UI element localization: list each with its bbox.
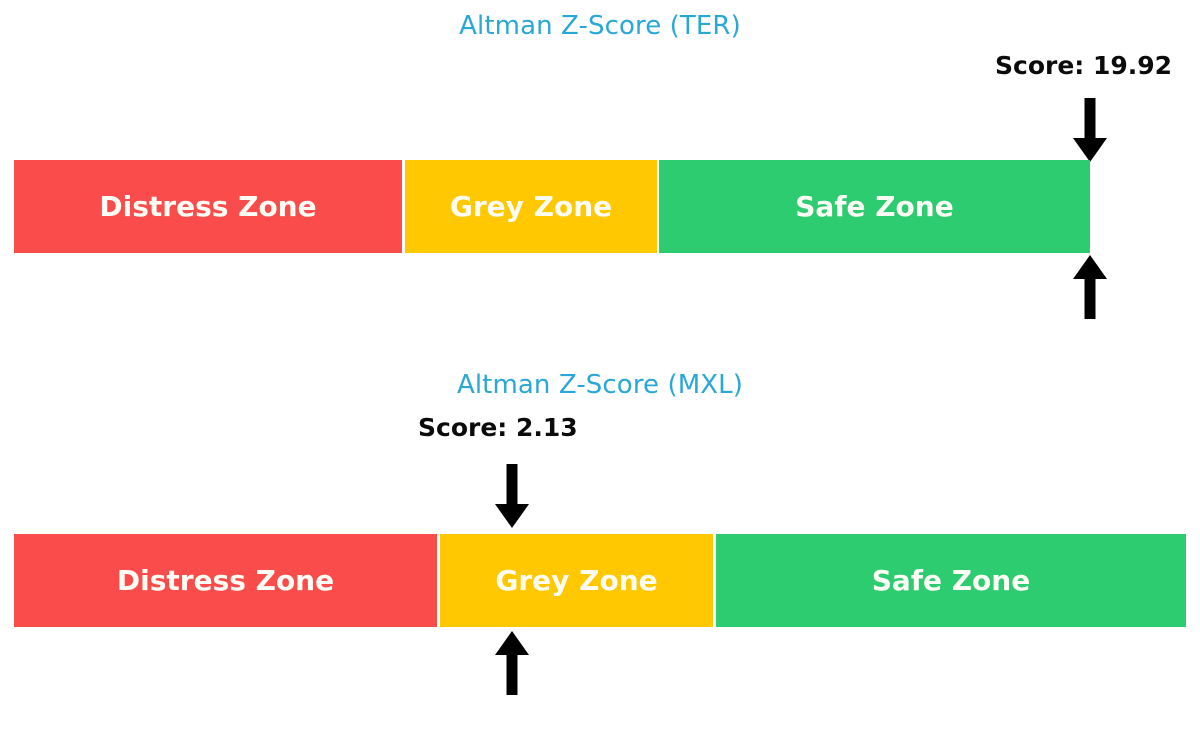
arrow-down-icon xyxy=(1073,98,1107,162)
altman-zscore-mxl-chart: Altman Z-Score (MXL) Score: 2.13 Distres… xyxy=(0,360,1200,743)
altman-zscore-ter-chart: Altman Z-Score (TER) Score: 19.92 Distre… xyxy=(0,0,1200,360)
chart-title-ter: Altman Z-Score (TER) xyxy=(459,11,741,41)
zone-segment-distress: Distress Zone xyxy=(14,534,437,627)
score-label-ter: Score: 19.92 xyxy=(995,51,1173,80)
arrow-up-icon xyxy=(1073,255,1107,319)
zone-label-distress: Distress Zone xyxy=(99,189,317,223)
zone-segment-safe: Safe Zone xyxy=(659,160,1090,253)
zone-label-grey: Grey Zone xyxy=(449,189,613,223)
arrow-down-icon xyxy=(495,464,529,528)
zone-label-safe: Safe Zone xyxy=(871,563,1031,597)
zone-label-grey: Grey Zone xyxy=(495,563,658,597)
arrow-up-icon xyxy=(495,631,529,695)
zone-segment-grey: Grey Zone xyxy=(405,160,657,253)
zone-bar-mxl: Distress Zone Grey Zone Safe Zone xyxy=(14,534,1186,627)
chart-title-mxl: Altman Z-Score (MXL) xyxy=(456,370,744,400)
score-label-mxl: Score: 2.13 xyxy=(418,413,578,442)
zone-label-safe: Safe Zone xyxy=(795,189,954,223)
zone-segment-distress: Distress Zone xyxy=(14,160,402,253)
zone-segment-grey: Grey Zone xyxy=(440,534,713,627)
zone-label-distress: Distress Zone xyxy=(116,563,335,597)
zone-segment-safe: Safe Zone xyxy=(716,534,1186,627)
zone-bar-ter: Distress Zone Grey Zone Safe Zone xyxy=(14,160,1090,253)
